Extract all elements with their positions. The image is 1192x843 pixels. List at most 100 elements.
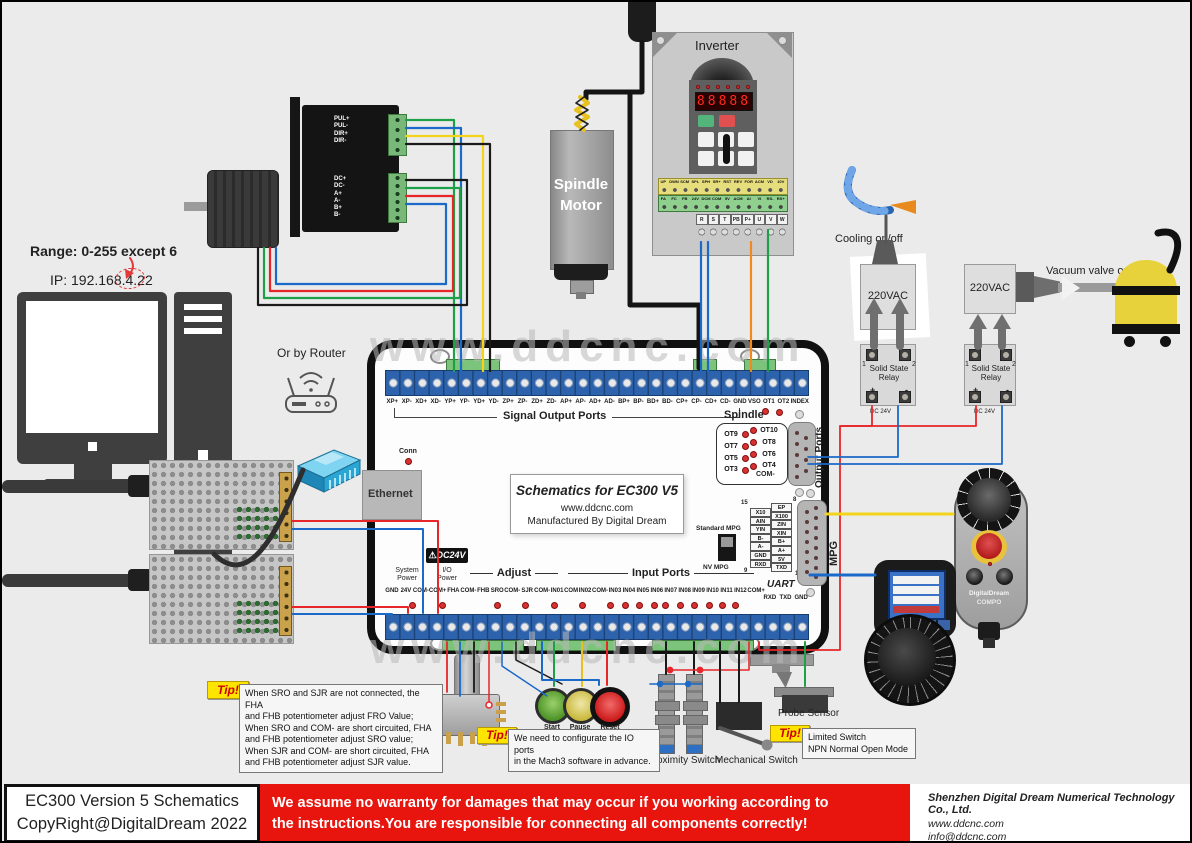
company-email[interactable]: info@ddcnc.com xyxy=(928,831,1007,843)
mpg-select-switch[interactable] xyxy=(718,534,736,561)
potentiometer-shaft[interactable] xyxy=(454,654,480,700)
pendant-model: COMPO xyxy=(976,599,1002,606)
ssr2-plus: + xyxy=(973,385,979,395)
potentiometer-pin xyxy=(458,732,463,746)
wire-twist-yellow xyxy=(574,95,590,132)
footer-warning-box: We assume no warranty for damages that m… xyxy=(260,784,910,841)
io-led xyxy=(579,602,586,609)
nvmpg-screen xyxy=(888,570,946,620)
footer-company-box: Shenzhen Digital Dream Numerical Technol… xyxy=(910,784,1190,843)
mpg-corner-9: 9 xyxy=(744,568,748,574)
mpg-pin-label: 5V xyxy=(771,554,792,564)
pendant-knob[interactable] xyxy=(996,568,1013,585)
mechanical-label: Mechanical Switch xyxy=(715,755,798,766)
io-led xyxy=(551,602,558,609)
terminal-label: XD- xyxy=(430,399,441,405)
mpg-pin-label: X10 xyxy=(750,508,771,517)
terminal-label: ZP+ xyxy=(502,399,514,405)
ssr1-terminal-minus xyxy=(899,391,911,403)
inverter-terminal-label: SPL xyxy=(691,179,700,184)
mpg-pin-label: YIN xyxy=(750,525,771,534)
potentiometer-pin xyxy=(496,702,506,706)
terminal-label: RXD xyxy=(763,595,777,601)
company-website[interactable]: www.ddcnc.com xyxy=(928,818,1004,830)
io-led xyxy=(439,602,446,609)
spindle-label: Spindle xyxy=(724,409,764,421)
inverter-terminal-label: SR+ xyxy=(712,179,721,184)
psu2-cord xyxy=(2,574,150,587)
driver-pin-label: DIR+ xyxy=(334,130,348,137)
stepper-motor xyxy=(207,170,279,248)
company-name: Shenzhen Digital Dream Numerical Technol… xyxy=(928,792,1175,816)
inverter-terminal-label: 24V xyxy=(691,196,699,201)
driver-pin-label: PUL+ xyxy=(334,116,350,122)
conn-led xyxy=(405,458,412,465)
wire-relay2-red xyxy=(839,405,977,427)
ssr2-t2-label: 2 xyxy=(1012,361,1016,368)
tower-vent xyxy=(184,328,222,334)
terminal-label: XD+ xyxy=(415,399,428,405)
monitor-stand xyxy=(74,464,112,480)
mpg-pin-label: XIN xyxy=(771,528,792,538)
potentiometer-pin xyxy=(470,732,475,744)
tip1-box: When SRO and SJR are not connected, the … xyxy=(239,684,443,773)
vacuum-plug xyxy=(1016,272,1034,302)
load-box-2-label: 220VAC xyxy=(969,282,1011,294)
vacuum-tube xyxy=(1058,283,1118,292)
mpg-corner-15: 15 xyxy=(741,500,748,506)
stepper-driver xyxy=(302,105,399,232)
monitor-screen xyxy=(26,301,158,433)
terminal-label: YP+ xyxy=(444,399,456,405)
inverter-title: Inverter xyxy=(695,38,740,53)
inverter-terminal-label: 5V xyxy=(724,196,730,201)
terminal-label: CD- xyxy=(720,399,731,405)
terminal-label: COM- xyxy=(504,588,521,594)
warning-icon: ⚠ xyxy=(428,550,437,560)
inverter-terminal-label: FA xyxy=(660,196,666,201)
output-led xyxy=(742,431,749,438)
terminal-label: SJR xyxy=(521,588,533,594)
inverter-display: 88888 xyxy=(695,92,753,111)
pendant-connector-tip xyxy=(983,638,995,648)
inverter-led xyxy=(716,85,720,89)
terminal-label: COM+ xyxy=(428,588,447,594)
db15-mpg-connector xyxy=(797,500,827,586)
mpg-pin-label: AIN xyxy=(750,516,771,526)
inverter-terminal-label: 10V xyxy=(777,179,785,184)
io-led xyxy=(494,602,501,609)
inverter-power-label: R xyxy=(696,214,708,225)
reset-button[interactable] xyxy=(590,687,630,727)
spindle-motor xyxy=(550,130,614,270)
probe-box xyxy=(782,695,828,713)
output-com-label: COM- xyxy=(756,471,775,478)
inverter-terminal-label: FB xyxy=(682,196,688,201)
inverter-power-label: S xyxy=(707,214,719,225)
monitor-led xyxy=(88,442,97,451)
top-terminal-labels: XP+XP-XD+XD-YP+YP-YD+YD-ZP+ZP-ZD+ZD-AP+A… xyxy=(385,399,809,405)
ssr2-terminal-1 xyxy=(969,349,981,361)
vacuum-cleaner-body xyxy=(1115,260,1177,334)
pendant-knob[interactable] xyxy=(966,568,983,585)
tower-vent xyxy=(184,316,222,322)
estop-button[interactable] xyxy=(976,533,1002,559)
driver-pin-label: DIR- xyxy=(334,137,347,144)
terminal-label: VSO xyxy=(748,399,761,405)
terminal-label: IN02 xyxy=(578,588,592,594)
nvmpg-key[interactable] xyxy=(938,620,950,630)
footer-title: EC300 Version 5 Schematics xyxy=(25,792,239,810)
inverter-led xyxy=(746,85,750,89)
inverter-terminal-label: RS- xyxy=(766,196,774,201)
output-pin-label: OT7 xyxy=(724,442,738,450)
inverter-power-label: T xyxy=(719,214,731,225)
terminal-label: SRO xyxy=(490,588,504,594)
io-led xyxy=(636,602,643,609)
inverter-screw xyxy=(656,36,665,45)
inverter-led xyxy=(726,85,730,89)
output-pin-label: OT10 xyxy=(760,427,778,434)
db9-screw xyxy=(795,488,804,497)
load-box-1 xyxy=(860,264,916,330)
terminal-label: OT2 xyxy=(777,399,790,405)
